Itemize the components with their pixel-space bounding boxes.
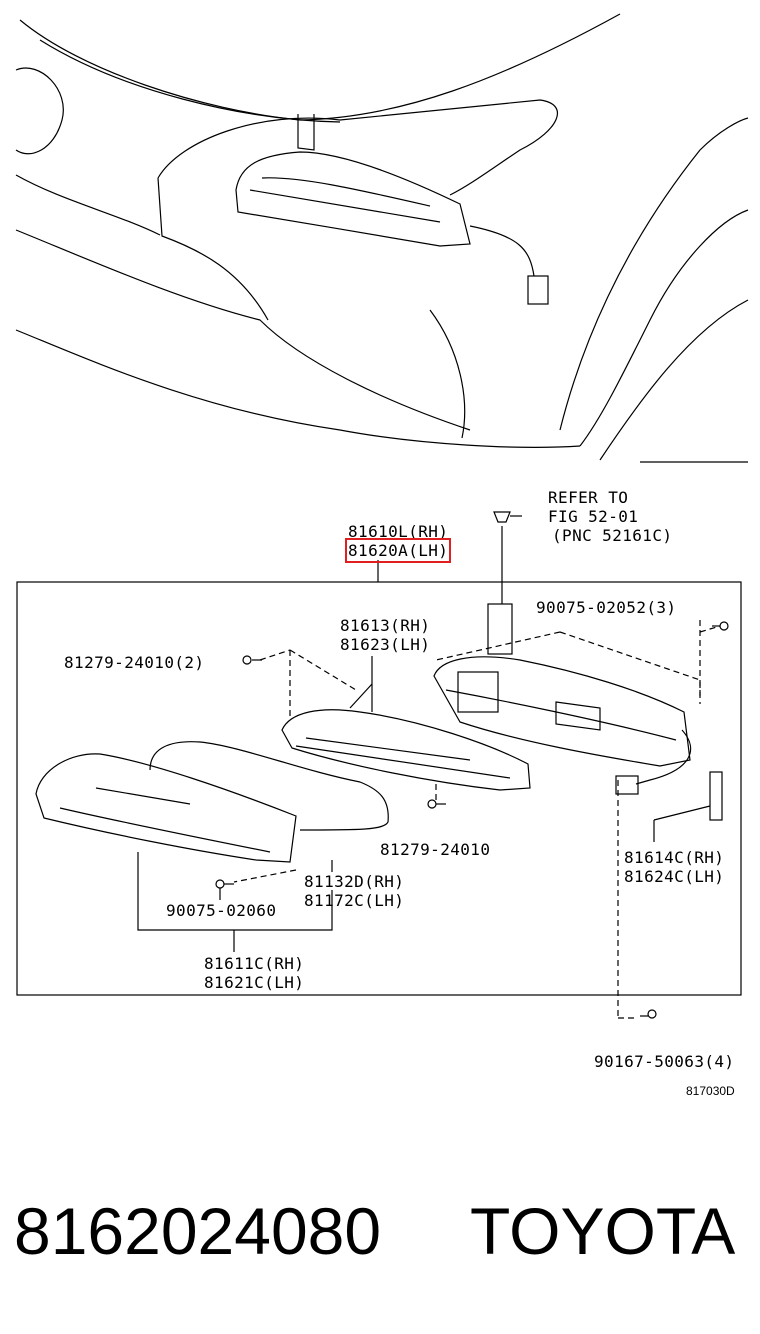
- lens-lh-label[interactable]: 81621C(LH): [204, 973, 305, 992]
- socket-icon: [615, 729, 723, 842]
- assembly-lh-label-highlighted[interactable]: 81620A(LH): [344, 538, 452, 563]
- bolt-icon: [215, 621, 729, 1019]
- lamp-lens-left: [35, 753, 297, 863]
- refer-label-line1: REFER TO: [548, 488, 629, 507]
- refer-label-line2: FIG 52-01: [548, 507, 639, 526]
- wire-rh-label[interactable]: 81132D(RH): [304, 872, 405, 891]
- assembly-rh-label[interactable]: 81610L(RH): [348, 522, 449, 541]
- lamp-housing-right: [433, 603, 691, 767]
- housing-rh-label[interactable]: 81613(RH): [340, 616, 431, 635]
- wire-lh-label[interactable]: 81172C(LH): [304, 891, 405, 910]
- wire-harness: [149, 741, 389, 831]
- bolt-bottom-label[interactable]: 90167-50063(4): [594, 1052, 735, 1071]
- housing-lh-label[interactable]: 81623(LH): [340, 635, 431, 654]
- screw-left-label[interactable]: 81279-24010(2): [64, 653, 205, 672]
- clip-icon: [493, 511, 522, 523]
- refer-label-line3: (PNC 52161C): [552, 526, 673, 545]
- figure-code: 817030D: [686, 1084, 735, 1098]
- lens-rh-label[interactable]: 81611C(RH): [204, 954, 305, 973]
- diagram-frame: [16, 581, 742, 996]
- lamp-housing-middle: [281, 656, 531, 791]
- brand-name: TOYOTA: [470, 1194, 736, 1268]
- socket-rh-label[interactable]: 81614C(RH): [624, 848, 725, 867]
- car-lamp-sketch: [235, 114, 549, 305]
- screw-middle-label[interactable]: 81279-24010: [380, 840, 491, 859]
- bolt-left-label[interactable]: 90075-02060: [166, 901, 277, 920]
- bolt-top-right-label[interactable]: 90075-02052(3): [536, 598, 677, 617]
- car-body-outline: [15, 13, 749, 463]
- part-number: 8162024080: [14, 1194, 382, 1268]
- socket-lh-label[interactable]: 81624C(LH): [624, 867, 725, 886]
